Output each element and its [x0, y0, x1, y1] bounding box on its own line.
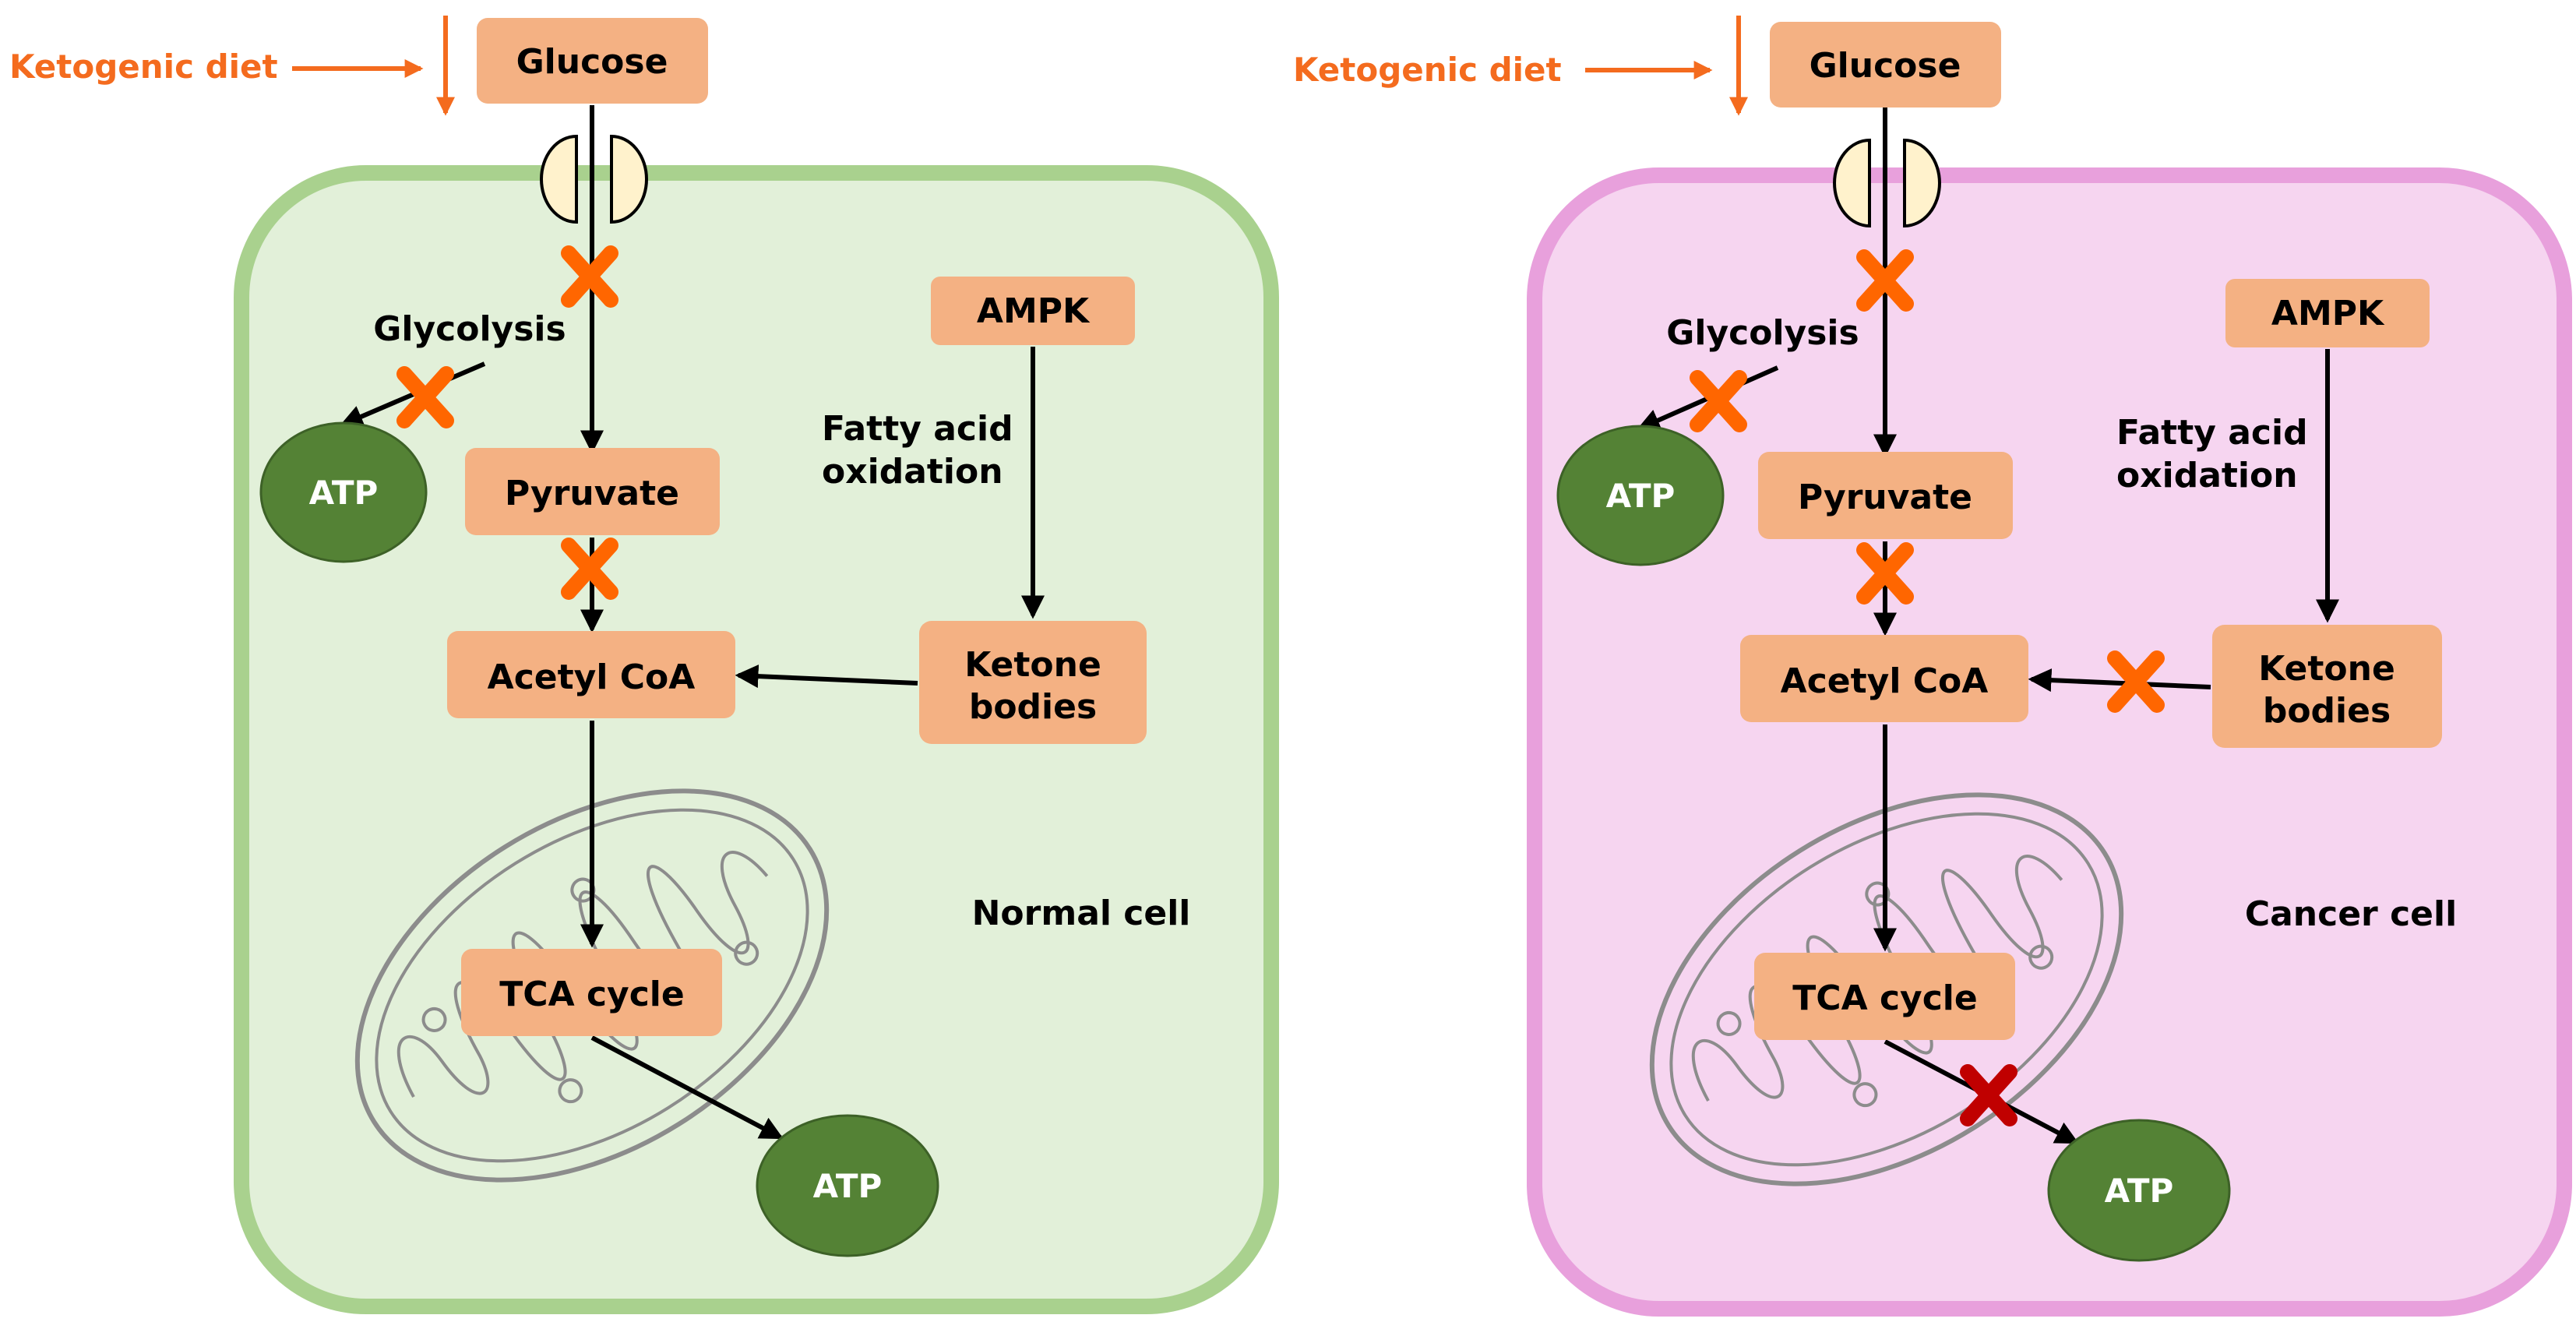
svg-text:Acetyl CoA: Acetyl CoA: [488, 657, 696, 697]
svg-text:bodies: bodies: [969, 687, 1097, 727]
arrow-tca-to-atp: [590, 1035, 784, 1140]
inhibit-x-ketone-icon: [2107, 650, 2165, 713]
tca-cycle-box: TCA cycle: [1754, 953, 2015, 1040]
panel-normal-cell: Ketogenic diet Gluc: [9, 16, 1279, 1314]
inhibit-x-glycolysis-icon: [1690, 370, 1747, 432]
svg-text:ATP: ATP: [309, 474, 379, 512]
glucose-transporter: [1833, 138, 1941, 228]
ketone-bodies-box: Ketone bodies: [2212, 625, 2442, 748]
inhibit-x-glycolysis-icon: [396, 366, 454, 428]
svg-text:TCA cycle: TCA cycle: [499, 975, 684, 1014]
svg-text:ATP: ATP: [813, 1167, 883, 1205]
svg-text:ATP: ATP: [2105, 1172, 2174, 1210]
arrow-ketone-to-acetylcoa: [735, 665, 918, 689]
svg-text:Ketone: Ketone: [2258, 649, 2395, 689]
inhibit-x-pyruvate-icon: [561, 538, 618, 600]
svg-text:Pyruvate: Pyruvate: [1798, 478, 1972, 517]
glycolysis-label: Glycolysis: [1666, 313, 1859, 353]
svg-text:Glucose: Glucose: [1810, 46, 1961, 86]
fatty-acid-oxidation-label-2: oxidation: [2116, 456, 2298, 495]
inhibit-x-glucose-icon: [561, 245, 618, 308]
atp-tca: ATP: [2047, 1119, 2231, 1262]
ketogenic-diet-label: Ketogenic diet: [1293, 51, 1562, 89]
tca-cycle-box: TCA cycle: [461, 949, 722, 1036]
glucose-transporter: [540, 134, 648, 224]
panel-cancer-cell: Ketogenic diet Gluc: [1293, 16, 2572, 1317]
pyruvate-box: Pyruvate: [465, 448, 720, 535]
fatty-acid-oxidation-label-1: Fatty acid: [2116, 413, 2308, 453]
ketone-bodies-box: Ketone bodies: [919, 621, 1147, 744]
svg-text:ATP: ATP: [1606, 477, 1676, 515]
svg-text:Glucose: Glucose: [516, 42, 668, 82]
atp-glycolysis: ATP: [259, 421, 428, 563]
ampk-box: AMPK: [2225, 279, 2430, 347]
svg-text:AMPK: AMPK: [2271, 294, 2385, 333]
acetyl-coa-box: Acetyl CoA: [1740, 635, 2028, 722]
fatty-acid-oxidation-label-2: oxidation: [822, 452, 1003, 492]
atp-glycolysis: ATP: [1556, 425, 1725, 566]
svg-text:Ketone: Ketone: [964, 645, 1101, 685]
ketogenic-diet-label: Ketogenic diet: [9, 48, 278, 86]
svg-text:TCA cycle: TCA cycle: [1792, 978, 1977, 1018]
normal-cell-label: Normal cell: [972, 894, 1191, 933]
glucose-box: Glucose: [1770, 22, 2001, 108]
arrow-ketone-to-acetylcoa: [2028, 668, 2211, 693]
glucose-box: Glucose: [477, 18, 708, 104]
inhibit-x-tca-atp-icon: [1960, 1064, 2017, 1126]
svg-text:bodies: bodies: [2263, 691, 2391, 731]
atp-tca: ATP: [756, 1114, 939, 1257]
glycolysis-label: Glycolysis: [373, 309, 566, 349]
pyruvate-box: Pyruvate: [1758, 452, 2013, 539]
inhibit-x-pyruvate-icon: [1856, 542, 1914, 605]
svg-text:Pyruvate: Pyruvate: [505, 474, 679, 513]
cancer-cell-label: Cancer cell: [2245, 894, 2457, 934]
inhibit-x-glucose-icon: [1856, 249, 1914, 312]
mitochondrion: [354, 788, 830, 1183]
fatty-acid-oxidation-label-1: Fatty acid: [822, 409, 1013, 449]
acetyl-coa-box: Acetyl CoA: [447, 631, 735, 718]
svg-text:AMPK: AMPK: [977, 291, 1091, 331]
svg-text:Acetyl CoA: Acetyl CoA: [1781, 661, 1989, 701]
ampk-box: AMPK: [931, 277, 1135, 345]
